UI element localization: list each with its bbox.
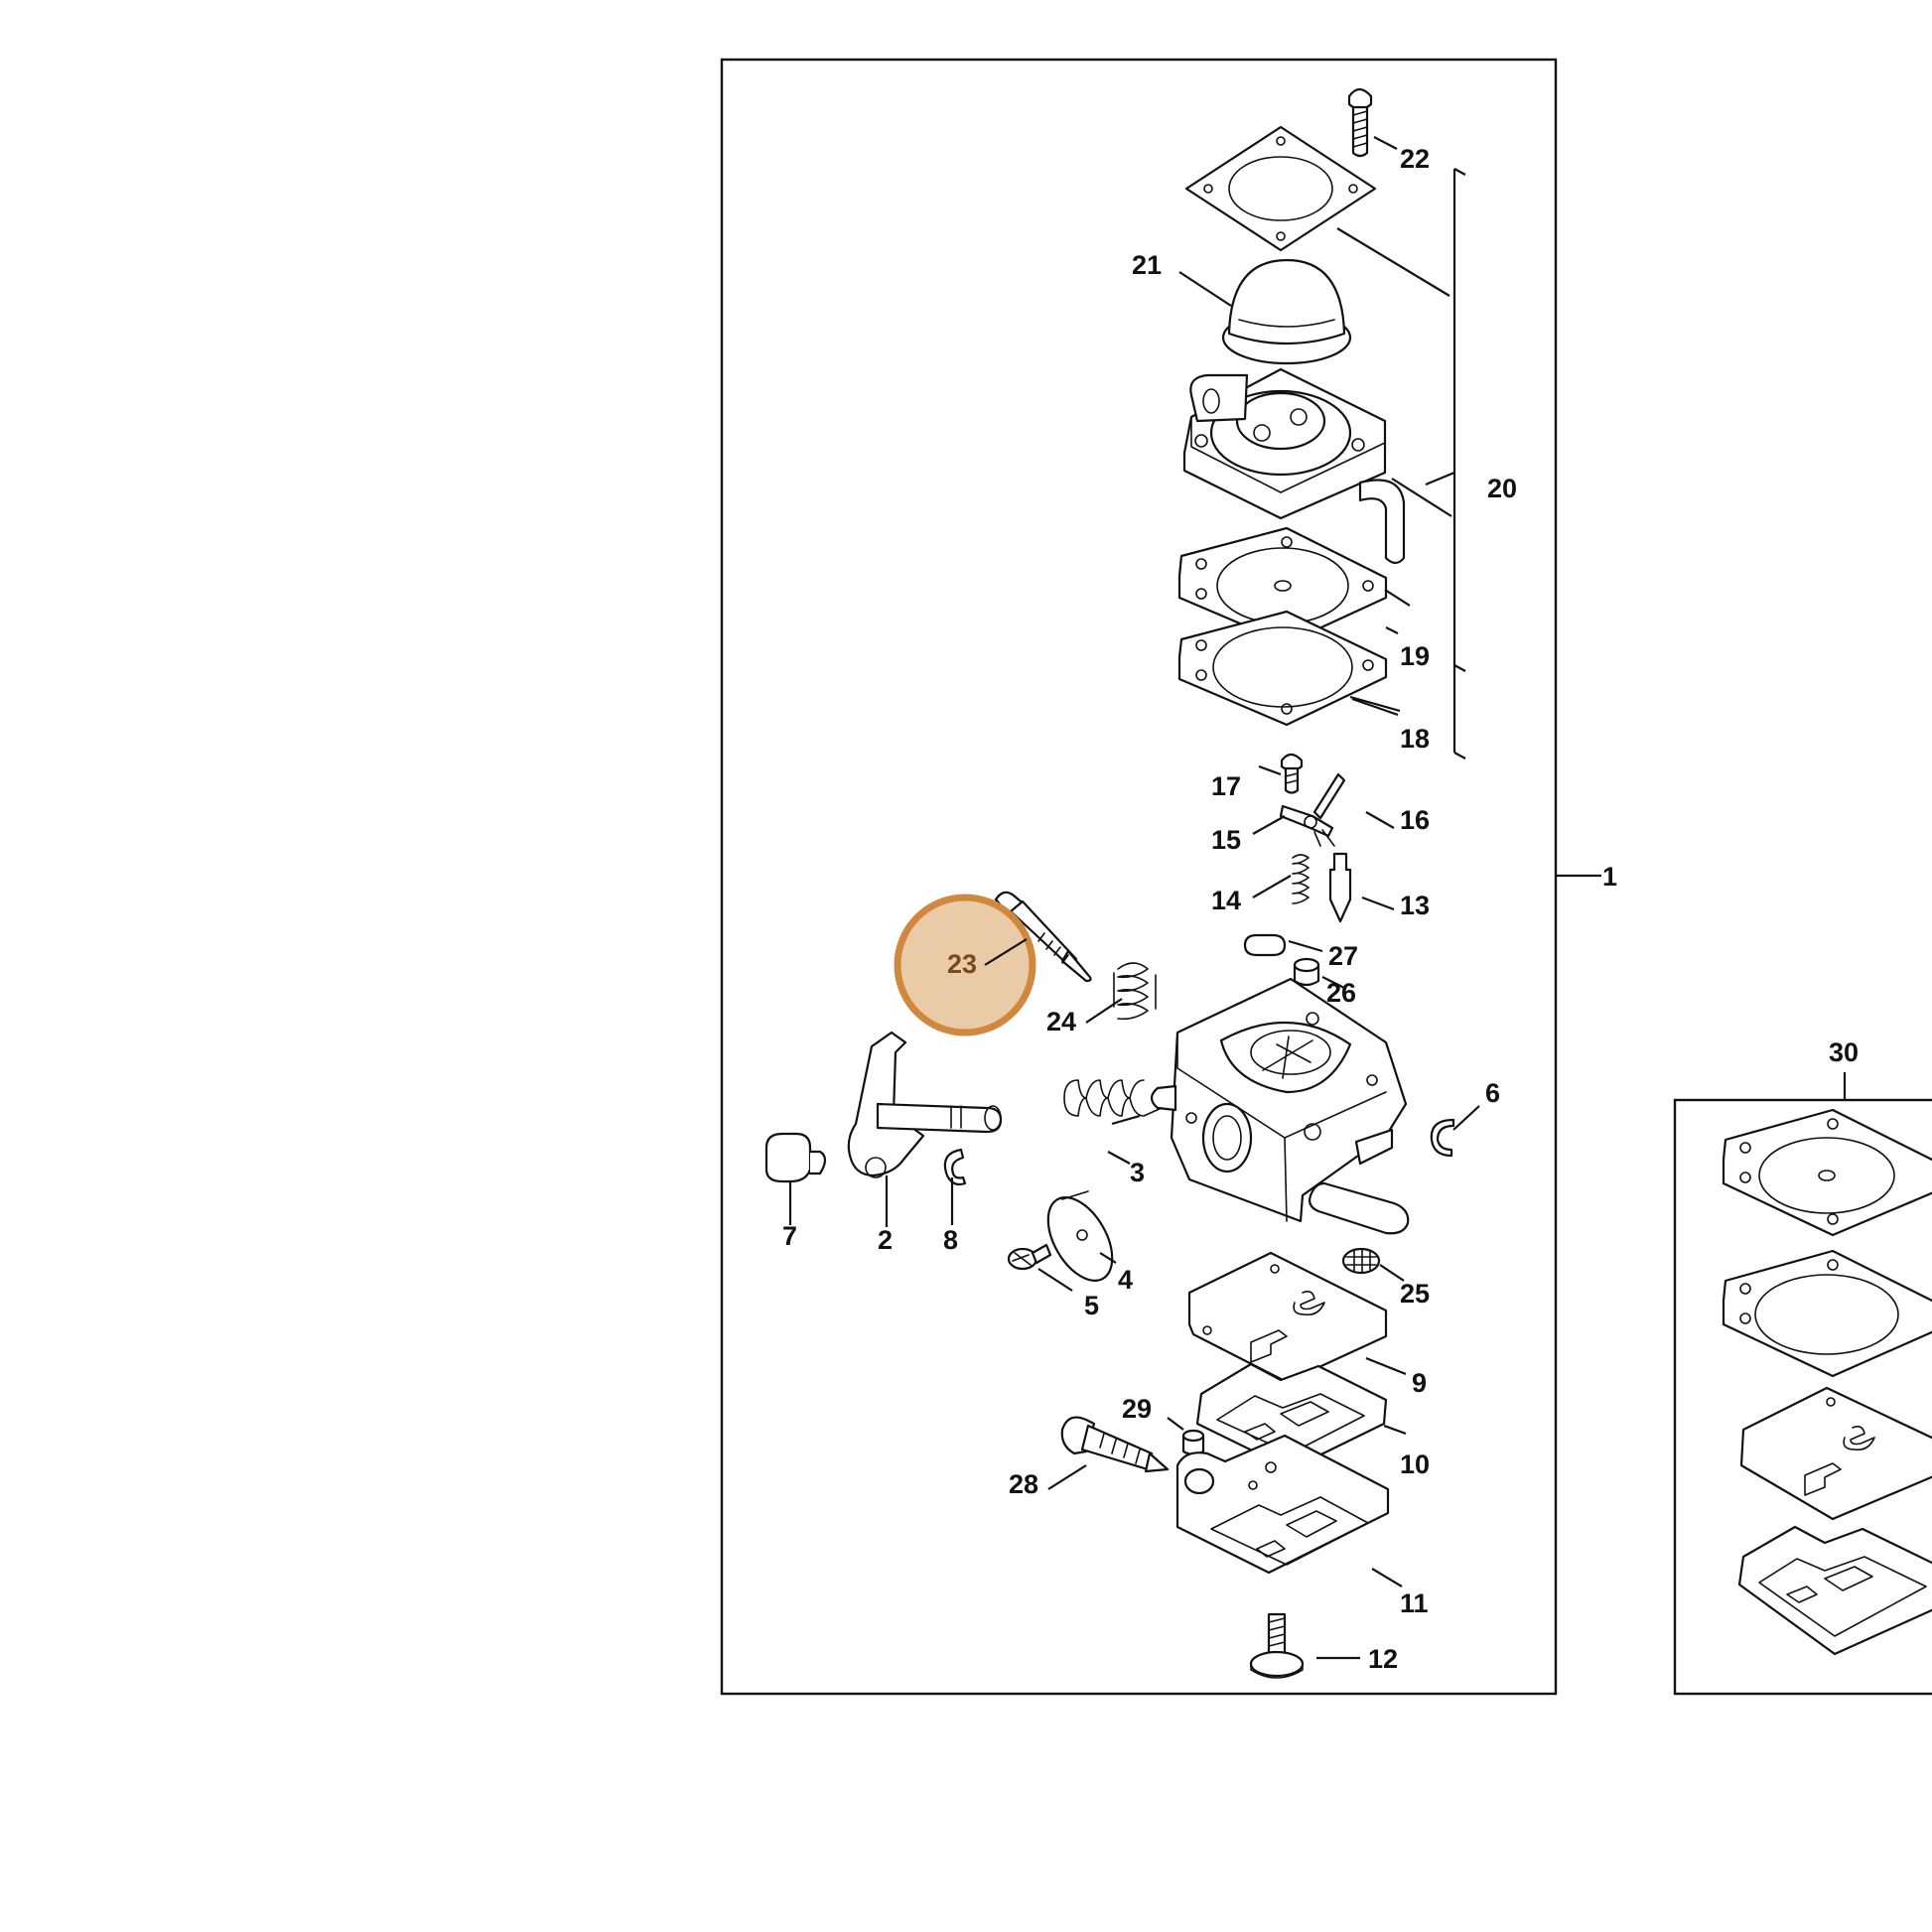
part-27-seal[interactable] bbox=[1243, 933, 1287, 957]
part-2-throttle-shaft[interactable] bbox=[847, 1031, 1003, 1178]
callout-23[interactable]: 23 bbox=[947, 949, 977, 979]
callout-29[interactable]: 29 bbox=[1122, 1394, 1152, 1424]
callout-26[interactable]: 26 bbox=[1326, 978, 1356, 1008]
part-10-gasket[interactable] bbox=[1195, 1362, 1388, 1471]
part-14-spring[interactable] bbox=[1292, 854, 1310, 904]
callout-12[interactable]: 12 bbox=[1368, 1644, 1398, 1674]
gasket-kit-frame bbox=[1673, 1098, 1932, 1696]
part-24-spring[interactable] bbox=[1113, 962, 1157, 1021]
callout-18[interactable]: 18 bbox=[1400, 724, 1430, 754]
part-28-adjusting-screw[interactable] bbox=[1060, 1416, 1170, 1473]
callout-22[interactable]: 22 bbox=[1400, 144, 1430, 174]
part-16-pin[interactable] bbox=[1312, 772, 1346, 820]
part-30-kit-diaphragm[interactable] bbox=[1722, 1108, 1932, 1237]
part-30-kit-metering-diaphragm[interactable] bbox=[1739, 1386, 1932, 1521]
part-30-kit-gasket-2[interactable] bbox=[1737, 1525, 1932, 1656]
callout-13[interactable]: 13 bbox=[1400, 891, 1430, 920]
part-8-clip[interactable] bbox=[943, 1148, 967, 1186]
part-17-screw[interactable] bbox=[1280, 753, 1304, 794]
part-20-pump-housing[interactable] bbox=[1182, 367, 1406, 565]
callout-7[interactable]: 7 bbox=[782, 1221, 797, 1251]
callout-1[interactable]: 1 bbox=[1602, 862, 1617, 892]
callout-28[interactable]: 28 bbox=[1009, 1469, 1038, 1499]
part-6-clip[interactable] bbox=[1430, 1118, 1455, 1158]
part-5-small-screw[interactable] bbox=[1007, 1243, 1052, 1271]
part-13-needle[interactable] bbox=[1328, 852, 1352, 923]
callout-16[interactable]: 16 bbox=[1400, 805, 1430, 835]
callout-17[interactable]: 17 bbox=[1211, 771, 1241, 801]
callout-10[interactable]: 10 bbox=[1400, 1449, 1430, 1479]
leader-lines bbox=[788, 136, 1847, 1660]
part-9-metering-diaphragm[interactable] bbox=[1187, 1251, 1388, 1384]
callout-24[interactable]: 24 bbox=[1046, 1007, 1076, 1036]
callout-21[interactable]: 21 bbox=[1132, 250, 1162, 280]
callout-6[interactable]: 6 bbox=[1485, 1078, 1500, 1108]
part-11-cover-plate[interactable] bbox=[1175, 1434, 1390, 1575]
part-23-idle-screw[interactable] bbox=[994, 891, 1092, 983]
callout-labels: 22 21 20 19 18 17 16 15 14 13 27 26 24 1… bbox=[782, 144, 1859, 1674]
callout-15[interactable]: 15 bbox=[1211, 825, 1241, 855]
part-18-gasket[interactable] bbox=[1177, 610, 1388, 727]
part-15-lever[interactable] bbox=[1279, 804, 1335, 847]
callout-20[interactable]: 20 bbox=[1487, 474, 1517, 503]
callout-19[interactable]: 19 bbox=[1400, 641, 1430, 671]
callout-11[interactable]: 11 bbox=[1400, 1588, 1429, 1618]
part-30-kit-gasket[interactable] bbox=[1722, 1249, 1932, 1378]
callout-5[interactable]: 5 bbox=[1084, 1291, 1099, 1320]
part-21-primer-bulb[interactable] bbox=[1221, 258, 1352, 365]
callout-2[interactable]: 2 bbox=[878, 1225, 893, 1255]
carburetor-body[interactable] bbox=[1150, 977, 1410, 1235]
callout-14[interactable]: 14 bbox=[1211, 886, 1241, 915]
part-29-bushing[interactable] bbox=[1181, 1429, 1205, 1456]
part-12-screw[interactable] bbox=[1249, 1612, 1305, 1679]
part-20-upper-gasket[interactable] bbox=[1184, 125, 1377, 252]
callout-27[interactable]: 27 bbox=[1328, 941, 1358, 971]
callout-30[interactable]: 30 bbox=[1829, 1037, 1859, 1067]
callout-9[interactable]: 9 bbox=[1412, 1368, 1427, 1398]
callout-8[interactable]: 8 bbox=[943, 1225, 958, 1255]
highlight-marker[interactable] bbox=[894, 894, 1036, 1036]
callout-4[interactable]: 4 bbox=[1118, 1265, 1133, 1295]
part-3-spring[interactable] bbox=[1063, 1079, 1163, 1117]
part-26-bushing[interactable] bbox=[1293, 957, 1320, 987]
part-23-leader bbox=[984, 938, 1028, 966]
part-25-screen[interactable] bbox=[1341, 1247, 1381, 1275]
part-4-throttle-plate[interactable] bbox=[1035, 1186, 1125, 1292]
callout-25[interactable]: 25 bbox=[1400, 1279, 1430, 1309]
part-22-screw[interactable] bbox=[1347, 87, 1373, 158]
part-7-bushing[interactable] bbox=[764, 1132, 827, 1183]
callout-3[interactable]: 3 bbox=[1130, 1158, 1145, 1187]
